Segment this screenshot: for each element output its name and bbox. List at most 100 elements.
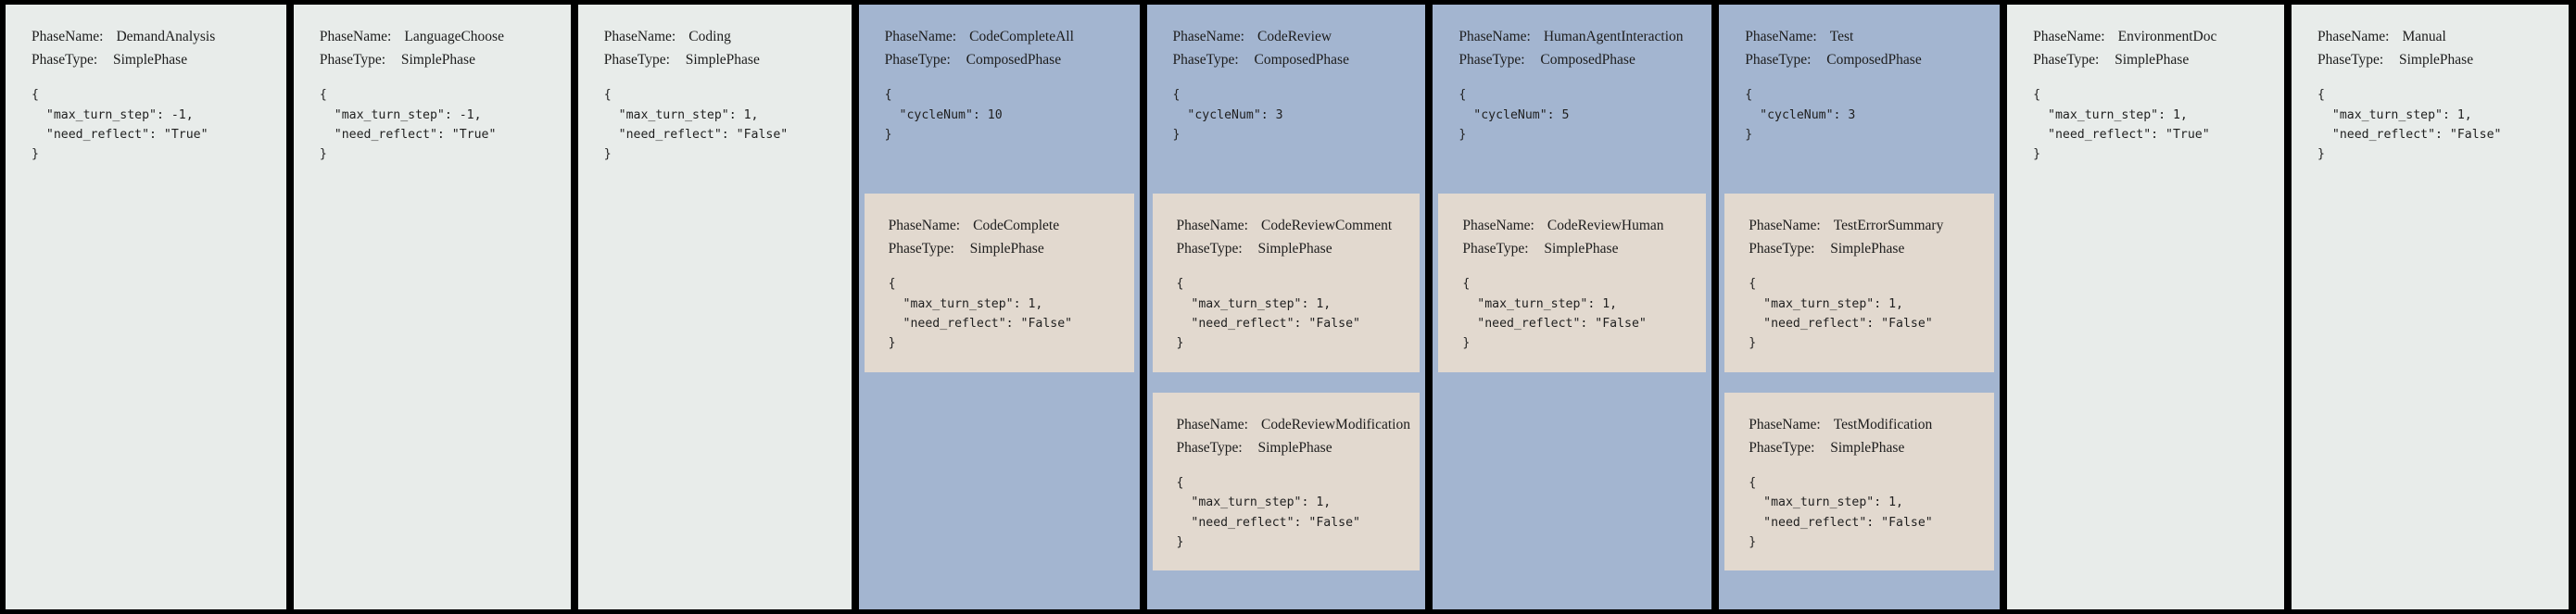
subphase-code-complete-type-value: SimplePhase <box>969 241 1044 257</box>
subphase-code-review-comment-name-label: PhaseName: <box>1176 218 1248 233</box>
subphase-test-error-summary-name-line: PhaseName:TestErrorSummary <box>1749 214 1994 237</box>
phase-code-review-config-json: { "cycleNum": 3 } <box>1172 88 1283 142</box>
phase-manual-type-value: SimplePhase <box>2399 52 2474 69</box>
phase-test-config-json: { "cycleNum": 3 } <box>1745 88 1856 142</box>
phase-environment-doc-name-value: EnvironmentDoc <box>2117 29 2217 44</box>
phase-human-agent-interaction-name-line: PhaseName:HumanAgentInteraction <box>1458 25 1711 48</box>
phase-code-review-type-line: PhaseType: ComposedPhase <box>1173 48 1426 71</box>
column-separator <box>570 5 578 609</box>
phase-test-name-line: PhaseName: Test <box>1745 25 2000 48</box>
phase-code-review-name-line: PhaseName: CodeReview <box>1173 25 1426 48</box>
subphase-code-review-human-type-value: SimplePhase <box>1544 241 1619 257</box>
subphase-test-error-summary-type-label: PhaseType: <box>1749 241 1815 257</box>
subphase-code-complete-name-label: PhaseName: <box>888 218 961 233</box>
subphase-code-review-comment-config-json: { "max_turn_step": 1, "need_reflect": "F… <box>1176 277 1361 351</box>
phase-code-complete-all-type-value: ComposedPhase <box>966 52 1062 69</box>
phase-code-review-type-value: ComposedPhase <box>1254 52 1349 69</box>
subphase-code-review-comment-type-line: PhaseType:SimplePhase <box>1177 237 1421 260</box>
subphase-code-review-comment-name-line: PhaseName:CodeReviewComment <box>1177 214 1421 237</box>
phase-code-review-type-label: PhaseType: <box>1172 52 1239 69</box>
subphase-code-complete-config-json: { "max_turn_step": 1, "need_reflect": "F… <box>888 277 1073 351</box>
subphase-test-modification-type-label: PhaseType: <box>1749 439 1815 456</box>
phase-code-complete-all-config-json: { "cycleNum": 10 } <box>884 88 1003 142</box>
phase-language-choose-type-value: SimplePhase <box>400 52 475 69</box>
phase-human-agent-interaction-name-value: HumanAgentInteraction <box>1543 29 1684 44</box>
subphase-code-review-human-name-value: CodeReviewHuman <box>1547 218 1664 233</box>
subphase-test-modification-name-label: PhaseName: <box>1749 416 1821 432</box>
phase-demand-analysis-name-value: DemandAnalysis <box>116 29 216 44</box>
phase-code-review-name-value: CodeReview <box>1256 29 1332 44</box>
phase-human-agent-interaction-type-line: PhaseType:ComposedPhase <box>1458 48 1711 71</box>
subphase-code-review-modification-name-line: PhaseName:CodeReviewModification <box>1177 413 1421 436</box>
phase-demand-analysis-name-line: PhaseName:DemandAnalysis <box>32 25 286 48</box>
phase-coding-name-line: PhaseName:Coding <box>604 25 852 48</box>
column-separator <box>1425 5 1433 609</box>
phase-coding-name-value: Coding <box>688 29 731 44</box>
frame-edge-right <box>2568 5 2576 609</box>
subphase-code-complete-name-line: PhaseName: CodeComplete <box>889 214 1134 237</box>
phase-manual-type-label: PhaseType: <box>2317 52 2384 69</box>
subphase-code-review-modification-config-json: { "max_turn_step": 1, "need_reflect": "F… <box>1176 475 1361 550</box>
phase-environment-doc-type-label: PhaseType: <box>2033 52 2100 69</box>
phase-test-type-label: PhaseType: <box>1745 52 1812 69</box>
column-separator <box>2000 5 2008 609</box>
subphase-test-error-summary-config-json: { "max_turn_step": 1, "need_reflect": "F… <box>1749 277 1933 351</box>
phase-demand-analysis-type-line: PhaseType:SimplePhase <box>32 48 286 71</box>
subphase-code-complete-type-line: PhaseType:SimplePhase <box>889 237 1134 260</box>
column-separator <box>1711 5 1720 609</box>
phase-manual-name-value: Manual <box>2402 29 2446 44</box>
subphase-spacer <box>1147 570 1426 587</box>
subphase-test-modification-config-json: { "max_turn_step": 1, "need_reflect": "F… <box>1749 475 1933 550</box>
subphase-test-error-summary-type-value: SimplePhase <box>1830 241 1905 257</box>
subphase-code-review-modification-name-label: PhaseName: <box>1176 416 1248 432</box>
phase-language-choose-type-label: PhaseType: <box>319 52 386 69</box>
phase-environment-doc-name-line: PhaseName: EnvironmentDoc <box>2033 25 2284 48</box>
subphase-spacer <box>1719 570 2000 587</box>
subphase-test-modification-type-value: SimplePhase <box>1830 439 1905 456</box>
phase-environment-doc-type-line: PhaseType:SimplePhase <box>2033 48 2284 71</box>
subphase-code-review-human-type-label: PhaseType: <box>1462 241 1529 257</box>
subphase-spacer <box>1719 372 2000 393</box>
phase-code-review-name-label: PhaseName: <box>1172 29 1244 44</box>
phase-coding-type-label: PhaseType: <box>603 52 670 69</box>
phase-language-choose-config-json: { "max_turn_step": -1, "need_reflect": "… <box>319 88 497 162</box>
phase-code-complete-all-name-line: PhaseName:CodeCompleteAll <box>885 25 1140 48</box>
phase-manual-config-json: { "max_turn_step": 1, "need_reflect": "F… <box>2317 88 2502 162</box>
subphase-code-review-modification-type-line: PhaseType: SimplePhase <box>1177 436 1421 459</box>
subphase-code-review-modification-type-label: PhaseType: <box>1176 439 1243 456</box>
subphase-code-review-human-name-line: PhaseName:CodeReviewHuman <box>1462 214 1706 237</box>
phase-coding-config-json: { "max_turn_step": 1, "need_reflect": "F… <box>603 88 789 162</box>
subphase-test-modification-name-line: PhaseName:TestModification <box>1749 413 1994 436</box>
phase-test-name-label: PhaseName: <box>1745 29 1817 44</box>
subphase-code-review-modification-type-value: SimplePhase <box>1257 439 1332 456</box>
subphase-spacer <box>859 372 1140 393</box>
subphase-code-complete-name-value: CodeComplete <box>973 218 1060 233</box>
frame-edge-left <box>0 5 6 609</box>
phase-language-choose-name-label: PhaseName: <box>319 29 392 44</box>
subphase-test-error-summary-type-line: PhaseType: SimplePhase <box>1749 237 1994 260</box>
phase-test-name-value: Test <box>1829 29 1854 44</box>
phase-environment-doc-name-label: PhaseName: <box>2033 29 2105 44</box>
column-separator <box>851 5 859 609</box>
